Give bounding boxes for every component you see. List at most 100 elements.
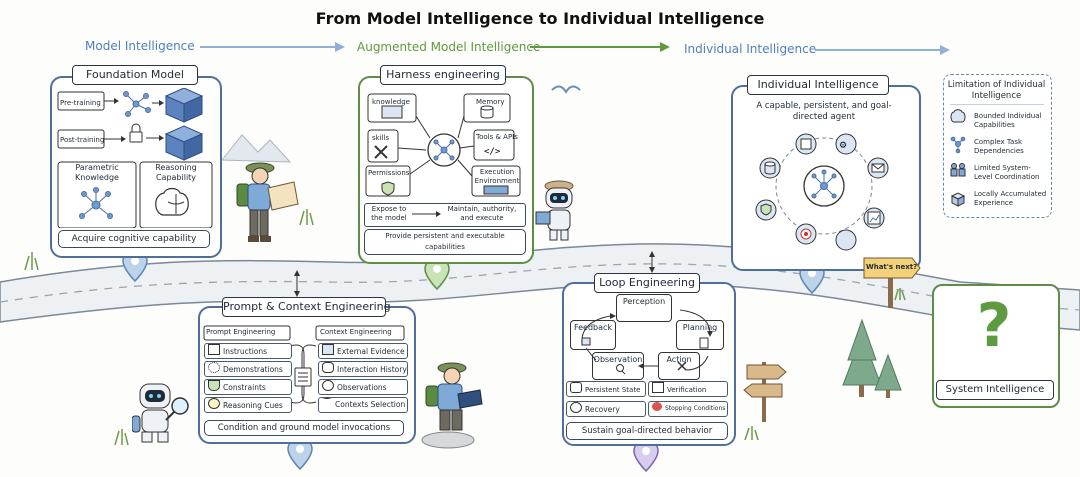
foundation-model-banner: Foundation Model bbox=[72, 65, 198, 85]
context-item-interaction-history: Interaction History bbox=[318, 361, 408, 377]
prompt-item-label: Reasoning Cues bbox=[223, 401, 283, 410]
loop-perception-label: Perception bbox=[622, 297, 666, 306]
question-mark-icon: ? bbox=[976, 291, 1012, 361]
loop-action-node: Action bbox=[658, 352, 700, 380]
tools-icon bbox=[677, 361, 687, 371]
foundation-icons bbox=[57, 161, 213, 228]
lightbulb-icon bbox=[208, 398, 220, 409]
database-icon bbox=[570, 382, 582, 393]
robot-with-magnifier-illustration bbox=[132, 383, 189, 443]
clipboard-icon bbox=[699, 337, 709, 349]
harness-memory-label: Memory bbox=[476, 98, 505, 106]
brain-icon bbox=[950, 109, 966, 123]
limitation-item: Bounded Individual Capabilities bbox=[974, 112, 1042, 129]
context-item-observations: Observations bbox=[318, 379, 408, 395]
prompt-context-banner: Prompt & Context Engineering bbox=[222, 297, 391, 317]
dots-icon bbox=[208, 362, 220, 373]
magnifier-icon bbox=[616, 364, 624, 372]
individual-description: A capable, persistent, and goal-directed… bbox=[756, 101, 892, 122]
recovery-icon bbox=[570, 402, 582, 413]
database-icon bbox=[764, 161, 776, 167]
book-icon bbox=[322, 344, 334, 355]
system-intelligence-label: System Intelligence bbox=[936, 380, 1054, 400]
prompt-item-reasoning-cues: Reasoning Cues bbox=[204, 397, 292, 413]
context-item-label: Observations bbox=[337, 383, 387, 392]
individual-agent-diagram: ⚙ bbox=[755, 133, 889, 251]
shield-icon bbox=[381, 181, 395, 196]
loop-stopping-conditions: Stopping Conditions bbox=[648, 401, 728, 417]
prompt-item-label: Constraints bbox=[223, 383, 266, 392]
stage-label-individual: Individual Intelligence bbox=[684, 42, 817, 56]
loop-footer: Sustain goal-directed behavior bbox=[566, 422, 728, 440]
loop-engineering-banner: Loop Engineering bbox=[594, 273, 700, 293]
loop-feedback-label: Feedback bbox=[573, 323, 613, 332]
prompt-item-demonstrations: Demonstrations bbox=[204, 361, 292, 377]
document-icon bbox=[208, 344, 220, 355]
limitation-item: Locally Accumulated Experience bbox=[974, 190, 1047, 207]
context-item-external-evidence: External Evidence bbox=[318, 343, 408, 359]
harness-engineering-banner: Harness engineering bbox=[380, 65, 506, 85]
pretraining-label: Pre-training bbox=[60, 99, 101, 107]
individual-intelligence-banner: Individual Intelligence bbox=[747, 75, 889, 95]
prompt-item-instructions: Instructions bbox=[204, 343, 292, 359]
shield-icon bbox=[208, 380, 220, 391]
eye-icon bbox=[322, 380, 334, 391]
loop-observation-label: Observation bbox=[593, 355, 643, 364]
loop-verification: Verification bbox=[648, 381, 728, 397]
prompt-context-footer: Condition and ground model invocations bbox=[204, 420, 404, 436]
network-icon bbox=[950, 136, 966, 154]
limitation-item: Limited System-Level Coordination bbox=[974, 164, 1040, 181]
harness-knowledge-label: knowledge bbox=[372, 98, 410, 106]
loop-planning-node: Planning bbox=[676, 320, 724, 350]
robot-with-tablet-illustration bbox=[535, 180, 574, 241]
gear-icon: ⚙ bbox=[839, 141, 847, 151]
prompt-item-label: Demonstrations bbox=[223, 365, 283, 374]
stop-icon bbox=[652, 402, 662, 411]
limitation-title: Limitation of Individual Intelligence bbox=[947, 80, 1046, 101]
loop-observation-node: Observation bbox=[592, 352, 644, 380]
tools-icon bbox=[374, 145, 388, 159]
filter-icon bbox=[322, 398, 332, 408]
thumbs-up-icon bbox=[581, 337, 591, 346]
harness-tools-label: Tools & APIs bbox=[476, 133, 518, 141]
loop-perception-node: Perception bbox=[616, 294, 672, 322]
limitation-item: Complex Task Dependencies bbox=[974, 138, 1024, 155]
context-item-label: Interaction History bbox=[337, 365, 407, 374]
loop-persistent-state: Persistent State bbox=[566, 381, 646, 397]
whats-next-label: What's next? bbox=[866, 263, 918, 271]
reasoning-capability-label: Reasoning Capability bbox=[155, 163, 197, 182]
parametric-knowledge-card: Parametric Knowledge bbox=[58, 162, 136, 226]
mail-icon bbox=[871, 163, 885, 173]
harness-expose-row bbox=[364, 203, 526, 227]
harness-permissions-label: Permissions bbox=[368, 169, 410, 177]
harness-footer-label: Provide persistent and executable capabi… bbox=[385, 232, 505, 251]
foundation-diagram bbox=[57, 88, 204, 161]
people-icon bbox=[950, 163, 966, 177]
chart-icon bbox=[867, 211, 881, 225]
hiker-with-map-illustration bbox=[236, 162, 299, 242]
shield-icon bbox=[760, 203, 772, 216]
whats-next-signpost bbox=[863, 257, 921, 308]
foundation-footer: Acquire cognitive capability bbox=[58, 230, 210, 248]
context-item-contexts-selection: Contexts Selection bbox=[318, 397, 408, 413]
chat-icon bbox=[322, 362, 334, 373]
harness-execution-label: Execution Environment bbox=[474, 168, 520, 185]
loop-planning-label: Planning bbox=[682, 323, 718, 332]
stage-label-model: Model Intelligence bbox=[85, 39, 195, 53]
loop-recovery-label: Recovery bbox=[585, 405, 620, 414]
prompt-item-constraints: Constraints bbox=[204, 379, 292, 395]
prompt-item-label: Instructions bbox=[223, 347, 268, 356]
loop-verification-label: Verification bbox=[667, 386, 707, 394]
hiker-reading-illustration bbox=[421, 362, 483, 449]
stage-label-augmented: Augmented Model Intelligence bbox=[357, 40, 541, 54]
network-icon bbox=[79, 187, 113, 219]
harness-expose-label: Expose to the model bbox=[371, 205, 407, 222]
code-icon: </> bbox=[484, 147, 501, 157]
prompt-engineering-title: Prompt Engineering bbox=[206, 328, 276, 336]
expose-arrow-icon bbox=[412, 211, 441, 217]
limitation-icons bbox=[950, 104, 1044, 207]
checklist-icon bbox=[652, 382, 664, 393]
loop-stopping-label: Stopping Conditions bbox=[665, 405, 726, 412]
context-item-label: Contexts Selection bbox=[335, 400, 406, 409]
